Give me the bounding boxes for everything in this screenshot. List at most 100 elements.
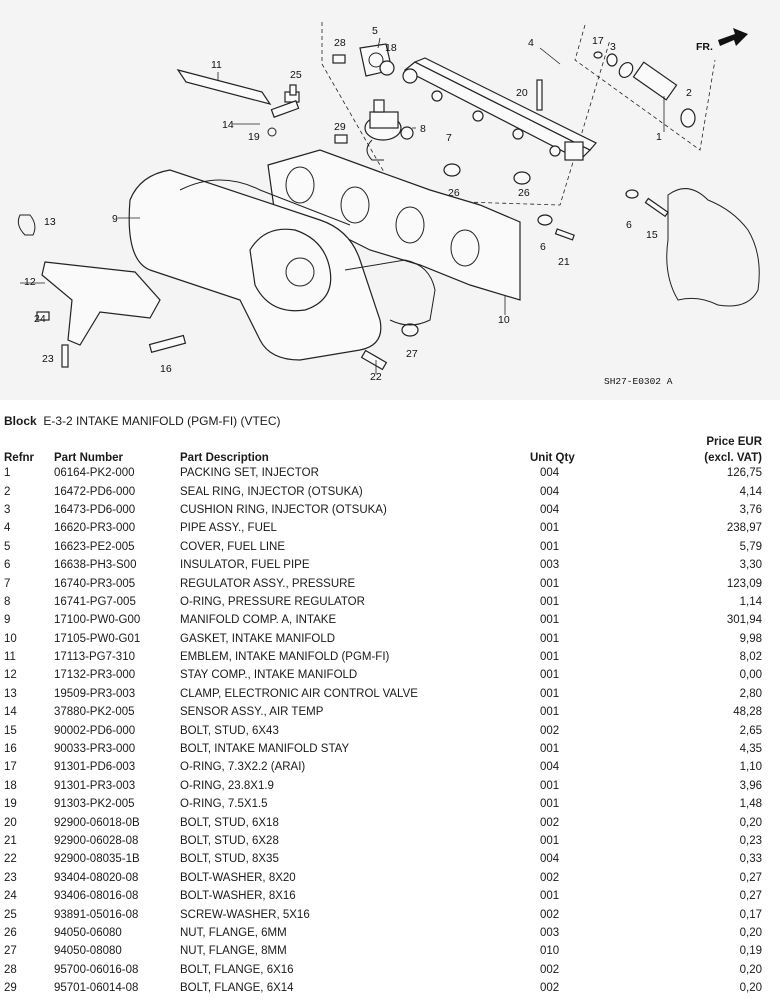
bolt-washer-8x16 [36,311,50,321]
stud-bolt-8x35 [360,349,388,371]
unit-qty-cell: 003 [540,926,560,939]
part-number-cell: 16623-PE2-005 [54,540,135,553]
nut-flange-6mm [443,163,461,177]
price-cell: 2,80 [739,687,762,700]
part-number-cell: 90033-PR3-000 [54,743,136,756]
refnr-cell: 20 [4,816,17,829]
unit-qty-cell: 002 [540,908,560,921]
exploded-parts-diagram: FR. 1 2 3 4 5 6 6 7 8 9 10 11 1 [0,0,780,400]
price-cell: 0,19 [739,945,762,958]
part-description-cell: MANIFOLD COMP. A, INTAKE [180,614,337,627]
stud-bolt-6x18 [536,79,543,111]
unit-qty-cell: 002 [540,963,560,976]
air-control-valve-clamp [17,214,36,236]
manifold-emblem [176,69,272,105]
price-cell: 8,02 [739,651,762,664]
unit-qty-cell: 001 [540,835,560,847]
unit-qty-cell: 004 [540,467,560,480]
unit-qty-cell: 001 [540,798,560,811]
part-description-cell: O-RING, 7.3X2.2 (ARAI) [180,761,306,774]
part-number-cell: 19509-PR3-003 [54,687,136,700]
price-cell: 2,65 [739,724,762,737]
unit-qty-header: Unit Qty [530,452,575,464]
part-description-cell: CLAMP, ELECTRONIC AIR CONTROL VALVE [180,687,418,700]
fuel-pipe-assy [403,57,597,161]
refnr-cell: 7 [4,577,11,590]
unit-qty-cell: 001 [540,669,560,682]
callout: 6 [626,219,632,231]
leader-lines [20,37,665,374]
refnr-cell: 29 [4,982,17,995]
part-description-cell: GASKET, INTAKE MANIFOLD [180,632,336,645]
price-cell: 1,48 [739,798,762,811]
part-number-cell: 92900-06018-0B [54,816,140,829]
callout: 26 [448,187,460,199]
callout: 1 [656,131,662,143]
part-number-cell: 16472-PD6-000 [54,485,136,498]
unit-qty-cell: 001 [540,595,560,608]
unit-qty-cell: 001 [540,706,560,719]
refnr-cell: 10 [4,632,17,645]
part-number-cell: 95701-06014-08 [54,982,139,995]
unit-qty-cell: 004 [540,485,560,498]
part-description-cell: BOLT, FLANGE, 6X16 [180,963,294,976]
injector-assembly [606,53,678,101]
front-arrow-label: FR. [696,41,713,53]
price-cell: 0,00 [739,669,762,682]
callout: 17 [592,35,604,47]
callout: 4 [528,37,534,49]
part-number-header: Part Number [54,452,124,464]
table-header-row: Refnr Part Number Part Description Unit … [0,448,780,464]
part-description-cell: EMBLEM, INTAKE MANIFOLD (PGM-FI) [180,651,390,664]
block-title-text: E-3-2 INTAKE MANIFOLD (PGM-FI) (VTEC) [43,414,281,428]
price-cell: 1,10 [739,761,762,774]
refnr-cell: 24 [4,890,17,903]
o-ring-7-5 [267,127,277,137]
callout: 13 [44,216,56,228]
part-number-cell: 91303-PK2-005 [54,798,135,811]
nut-flange-8mm [401,323,419,337]
unit-qty-cell: 001 [540,687,560,700]
callout: 21 [558,256,570,268]
refnr-cell: 11 [4,651,16,664]
insulator-fuel-pipe [537,214,553,226]
part-description-cell: INSULATOR, FUEL PIPE [180,559,310,572]
seal-ring-injector [680,108,696,128]
callout: 29 [334,121,346,133]
callout: 3 [610,41,616,53]
diagram-code: SH27-E0302 A [604,376,673,387]
part-number-cell: 37880-PK2-005 [54,706,135,719]
refnr-cell: 15 [4,724,17,737]
part-description-cell: BOLT, STUD, 6X18 [180,816,279,829]
front-direction-arrow: FR. [696,28,748,53]
part-description-cell: BOLT, STUD, 6X28 [180,835,279,847]
refnr-cell: 21 [4,835,17,847]
part-description-cell: COVER, FUEL LINE [180,540,286,553]
bolt-washer-8x20 [61,344,69,368]
callout: 2 [686,87,692,99]
part-number-cell: 94050-08080 [54,945,122,958]
part-description-cell: STAY COMP., INTAKE MANIFOLD [180,669,358,682]
nut-flange-6mm [513,171,531,185]
unit-qty-cell: 001 [540,890,560,903]
unit-qty-cell: 001 [540,743,560,756]
callout: 9 [112,213,118,225]
part-number-cell: 16620-PR3-000 [54,522,136,535]
